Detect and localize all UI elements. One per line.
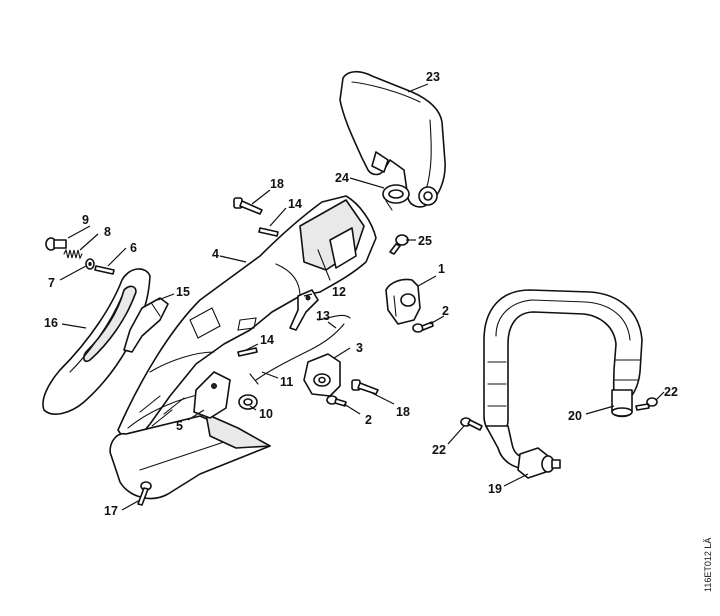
label-13: 13 xyxy=(316,309,330,323)
label-15: 15 xyxy=(176,285,190,299)
label-22-left: 22 xyxy=(432,443,446,457)
label-18-top: 18 xyxy=(270,177,284,191)
label-18-lower: 18 xyxy=(396,405,410,419)
part-18-screw-lower xyxy=(351,379,379,395)
label-14-lower: 14 xyxy=(260,333,274,347)
label-22-right: 22 xyxy=(664,385,678,399)
label-8: 8 xyxy=(104,225,111,239)
part-20-handle-bar xyxy=(483,289,643,470)
label-23: 23 xyxy=(426,70,440,84)
part-14-pin-top xyxy=(258,227,279,237)
label-25: 25 xyxy=(418,234,432,248)
label-1: 1 xyxy=(438,262,445,276)
part-labels: 1 2 2 3 4 5 6 7 8 9 10 11 12 13 14 14 15… xyxy=(44,70,678,518)
label-2-lower: 2 xyxy=(365,413,372,427)
part-17-screw xyxy=(137,481,152,506)
part-25-screw xyxy=(389,234,409,255)
part-7-washer xyxy=(85,258,95,270)
label-3: 3 xyxy=(356,341,363,355)
part-8-spring xyxy=(63,248,83,260)
part-15-lever xyxy=(123,297,169,353)
drawing-code: 116ET012 LÄ xyxy=(703,538,713,592)
label-24: 24 xyxy=(335,171,349,185)
label-11: 11 xyxy=(280,375,293,389)
part-22-screw-right xyxy=(635,397,658,411)
leader-lines xyxy=(59,83,665,511)
part-2-screw-lower xyxy=(326,395,347,407)
label-6: 6 xyxy=(130,241,137,255)
part-3-buffer xyxy=(303,353,341,397)
part-6-pin xyxy=(94,265,115,275)
label-9: 9 xyxy=(82,213,89,227)
part-18-screw-top xyxy=(233,197,263,215)
label-5: 5 xyxy=(176,419,183,433)
label-14-top: 14 xyxy=(288,197,302,211)
label-20: 20 xyxy=(568,409,582,423)
part-12-throttle-lever xyxy=(289,289,319,331)
part-24-spring xyxy=(382,184,410,211)
label-10: 10 xyxy=(259,407,273,421)
part-10-grommet xyxy=(238,394,258,410)
label-19: 19 xyxy=(488,482,502,496)
part-5-bracket xyxy=(193,371,231,419)
label-17: 17 xyxy=(104,504,118,518)
part-13-spring xyxy=(317,314,351,321)
part-9-screw xyxy=(45,237,67,251)
part-16-grip-cover xyxy=(42,268,151,415)
part-22-screw-left xyxy=(460,417,483,431)
part-4-handle-housing xyxy=(117,195,377,449)
part-1-buffer xyxy=(385,278,421,325)
label-4: 4 xyxy=(212,247,219,261)
label-12: 12 xyxy=(332,285,346,299)
label-16: 16 xyxy=(44,316,58,330)
part-14-pin-lower xyxy=(237,347,258,357)
part-11-throttle-rod xyxy=(249,323,345,385)
part-4-housing-base xyxy=(109,413,271,500)
label-2-upper: 2 xyxy=(442,304,449,318)
part-23-hand-guard xyxy=(339,70,446,208)
part-19-buffer xyxy=(517,447,561,479)
label-7: 7 xyxy=(48,276,55,290)
